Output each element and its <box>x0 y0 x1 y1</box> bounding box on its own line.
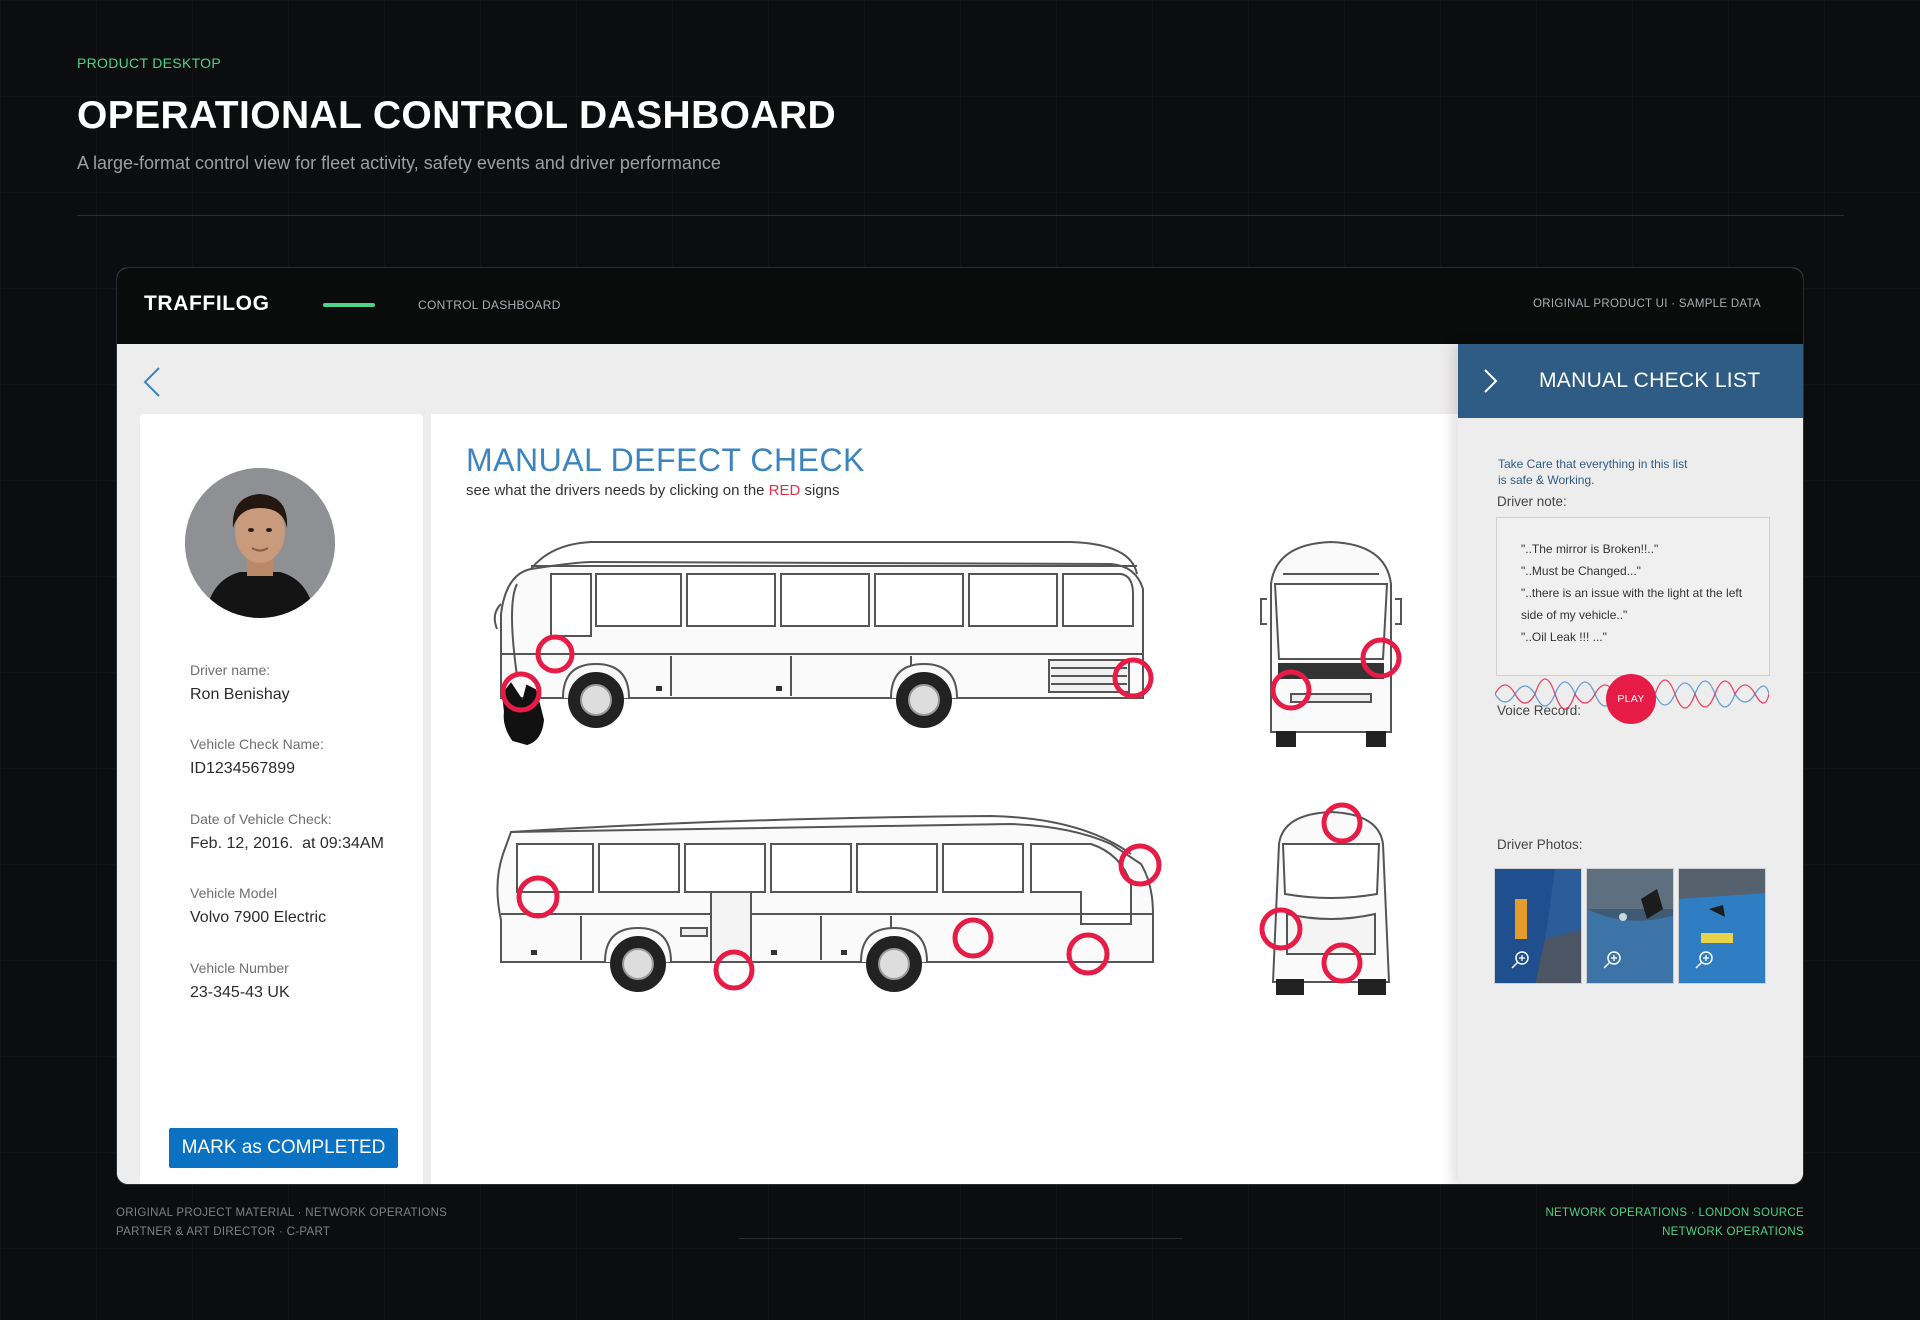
page-subtitle: A large-format control view for fleet ac… <box>77 153 721 173</box>
mark-completed-button[interactable]: MARK as COMPLETED <box>169 1128 398 1168</box>
driver-card: Driver name: Ron Benishay Vehicle Check … <box>140 414 423 1184</box>
checklist-intro: Take Care that everything in this list i… <box>1498 457 1688 487</box>
note-line: "..there is an issue with the light at t… <box>1521 586 1743 622</box>
defect-check-card: MANUAL DEFECT CHECK see what the drivers… <box>431 414 1461 1184</box>
photo-thumbnail[interactable] <box>1494 868 1582 984</box>
footer-left-line-1: ORIGINAL PROJECT MATERIAL · NETWORK OPER… <box>116 1207 448 1219</box>
hotspot-rear-left-light[interactable] <box>1259 907 1303 951</box>
vehicle-model-value: Volvo 7900 Electric <box>190 909 327 926</box>
check-name-label: Vehicle Check Name: <box>190 736 324 752</box>
hotspot-front-wheel[interactable] <box>500 671 542 713</box>
footer-right-line-2: NETWORK OPERATIONS <box>1662 1226 1804 1238</box>
play-button[interactable]: PLAY <box>1606 674 1656 724</box>
driver-name-value: Ron Benishay <box>190 686 290 703</box>
chevron-left-icon <box>143 367 160 397</box>
note-line: "..Oil Leak !!! ..." <box>1521 630 1607 644</box>
app-content: Driver name: Ron Benishay Vehicle Check … <box>117 344 1803 1184</box>
back-button[interactable] <box>139 364 165 400</box>
check-name-value: ID1234567899 <box>190 760 295 777</box>
app-topbar: TRAFFILOG CONTROL DASHBOARD ORIGINAL PRO… <box>117 268 1803 344</box>
subtitle-text: see what the drivers needs by clicking o… <box>466 482 769 499</box>
driver-note-label: Driver note: <box>1497 494 1567 509</box>
check-date-label: Date of Vehicle Check: <box>190 811 332 827</box>
driver-photo <box>185 468 335 618</box>
app-frame: TRAFFILOG CONTROL DASHBOARD ORIGINAL PRO… <box>116 267 1804 1185</box>
zoom-icon <box>1695 951 1713 969</box>
footer-right-line-1: NETWORK OPERATIONS · LONDON SOURCE <box>1545 1207 1804 1219</box>
hotspot-rear-window[interactable] <box>1321 802 1363 844</box>
photo-thumbnail[interactable] <box>1586 868 1674 984</box>
zoom-icon <box>1603 951 1621 969</box>
brand-accent-line <box>323 303 375 307</box>
bus-rear-view <box>1271 810 1391 995</box>
vehicle-number-value: 23-345-43 UK <box>190 984 290 1001</box>
avatar <box>185 468 335 618</box>
hotspot-rear-light[interactable] <box>1112 657 1154 699</box>
hotspot-front-right-light[interactable] <box>1360 637 1402 679</box>
hotspot-mid-wheel[interactable] <box>952 917 994 959</box>
driver-photos <box>1494 868 1766 984</box>
defect-check-subtitle: see what the drivers needs by clicking o… <box>466 482 840 499</box>
checklist-header: MANUAL CHECK LIST <box>1458 344 1803 418</box>
voice-record-label: Voice Record: <box>1497 703 1582 718</box>
check-date-value: Feb. 12, 2016. at 09:34AM <box>190 835 384 852</box>
hotspot-rear-exhaust[interactable] <box>1321 942 1363 984</box>
hotspot-front-door[interactable] <box>1118 843 1162 887</box>
voice-waveform <box>1495 678 1769 710</box>
checklist-title: MANUAL CHECK LIST <box>1539 369 1761 392</box>
bus-wheels-top <box>568 672 952 728</box>
zoom-icon <box>1511 951 1529 969</box>
hotspot-front-mirror[interactable] <box>535 634 575 674</box>
note-line: "..The mirror is Broken!!.." <box>1521 542 1659 556</box>
vehicle-model-label: Vehicle Model <box>190 885 278 901</box>
footer-left-line-2: PARTNER & ART DIRECTOR · C-PART <box>116 1226 331 1238</box>
page-title: OPERATIONAL CONTROL DASHBOARD <box>77 94 837 137</box>
hotspot-front-left-light[interactable] <box>1270 669 1312 711</box>
bus-side-view-right <box>496 814 1154 963</box>
defect-check-title: MANUAL DEFECT CHECK <box>466 442 865 478</box>
chevron-right-icon <box>1484 369 1498 393</box>
bus-front-view <box>1260 540 1402 747</box>
brand-logo: TRAFFILOG <box>144 292 270 315</box>
sample-data-note: ORIGINAL PRODUCT UI · SAMPLE DATA <box>1532 298 1761 310</box>
collapse-button[interactable] <box>1480 366 1500 396</box>
bus-side-view-left <box>493 541 1144 699</box>
hotspot-rear-wheel[interactable] <box>713 949 755 991</box>
eyebrow: PRODUCT DESKTOP <box>77 55 222 71</box>
footer-divider <box>739 1238 1182 1239</box>
note-line: "..Must be Changed..." <box>1521 564 1641 578</box>
photo-image <box>1495 869 1581 983</box>
driver-name-label: Driver name: <box>190 662 271 678</box>
footer-left: ORIGINAL PROJECT MATERIAL · NETWORK OPER… <box>116 1204 447 1242</box>
section-label: CONTROL DASHBOARD <box>418 298 561 312</box>
photo-thumbnail[interactable] <box>1678 868 1766 984</box>
hotspot-rear-side-panel[interactable] <box>516 875 560 919</box>
driver-note-box: "..The mirror is Broken!!.." "..Must be … <box>1496 517 1770 676</box>
bus-diagrams <box>493 540 1402 995</box>
vehicle-number-label: Vehicle Number <box>190 960 289 976</box>
divider <box>77 215 1844 216</box>
driver-photos-label: Driver Photos: <box>1497 837 1583 852</box>
subtitle-red-word: RED <box>768 482 801 499</box>
subtitle-text-end: signs <box>800 482 840 499</box>
checklist-panel: MANUAL CHECK LIST Take Care that everyth… <box>1458 344 1803 1184</box>
footer-right: NETWORK OPERATIONS · LONDON SOURCE NETWO… <box>1545 1204 1804 1242</box>
hotspot-front-bumper[interactable] <box>1066 932 1110 976</box>
bus-wheels-bottom <box>610 936 922 992</box>
